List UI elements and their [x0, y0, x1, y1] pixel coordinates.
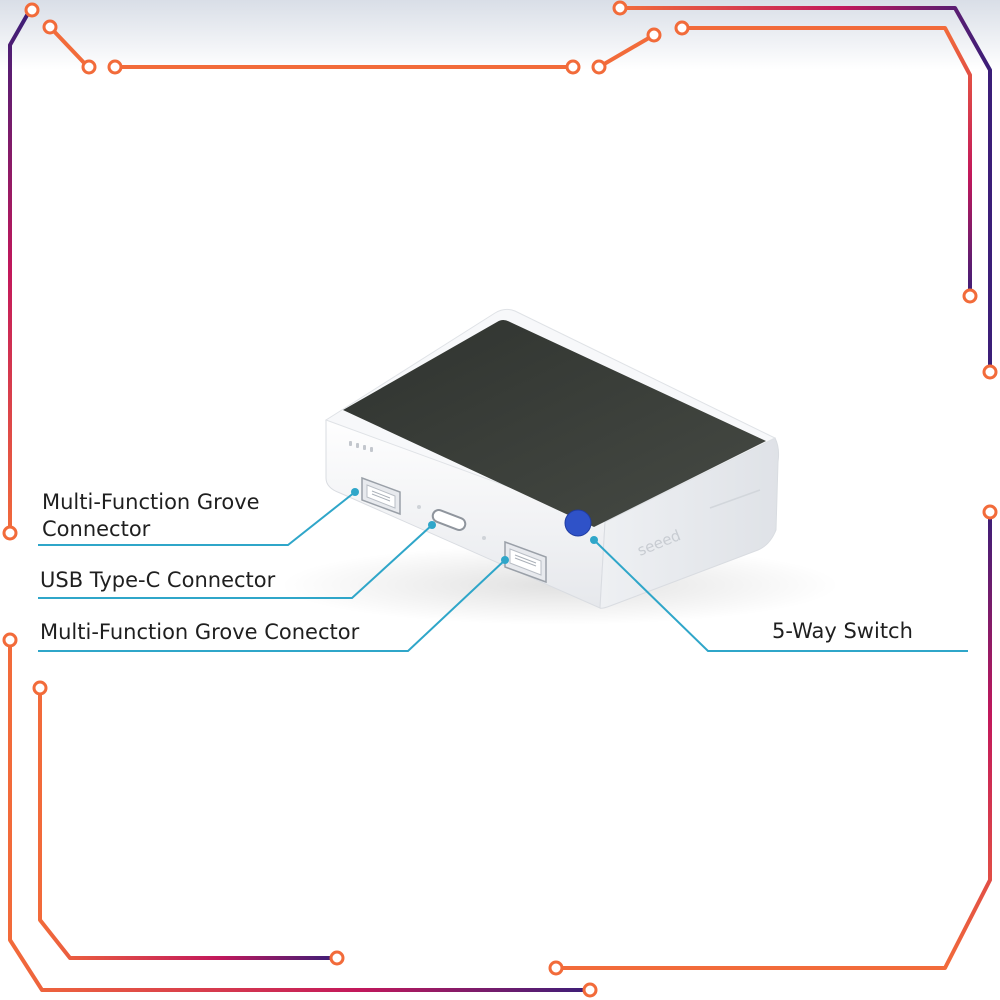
circuit-frame — [8, 6, 992, 992]
frame-trace-left-outer — [8, 8, 32, 535]
grove-left-slot — [366, 484, 396, 509]
frame-node — [582, 982, 598, 998]
frame-node — [591, 59, 607, 75]
five-way-switch-button — [564, 509, 592, 537]
frame-node — [646, 27, 662, 43]
indicator-dot — [349, 441, 352, 446]
label-grove-connector-left: Multi-Function Grove Connector — [42, 489, 260, 543]
indicator-dot — [363, 445, 366, 450]
indicator-dot — [370, 447, 373, 452]
grove-left-pins — [371, 490, 391, 502]
frame-trace-top-center-diagonal — [597, 33, 656, 69]
frame-node — [81, 59, 97, 75]
callout-dot-usb-c — [428, 521, 436, 529]
callout-dot-grove-left — [351, 488, 359, 496]
frame-node — [32, 680, 48, 696]
status-led-left — [417, 505, 421, 509]
label-five-way-switch: 5-Way Switch — [772, 619, 913, 643]
label-grove-connector-right: Multi-Function Grove Conector — [40, 620, 360, 644]
indicator-dot — [356, 443, 359, 448]
usb-type-c-port — [431, 509, 467, 531]
callout-dot-grove-right — [501, 556, 509, 564]
frame-node — [962, 288, 978, 304]
callout-line-five-way-switch — [593, 539, 968, 652]
frame-trace-top-right-inner — [680, 26, 972, 298]
frame-node — [612, 0, 628, 16]
status-led-right — [482, 536, 486, 540]
frame-trace-left-lower-outer — [8, 638, 592, 992]
callout-lines — [38, 491, 968, 652]
frame-node — [2, 525, 18, 541]
usb-c-opening — [431, 509, 467, 531]
frame-node — [24, 2, 40, 18]
device-screen — [343, 320, 766, 527]
grove-connector-left-port — [361, 476, 401, 516]
frame-node — [329, 950, 345, 966]
callout-line-grove-right — [38, 559, 506, 652]
grove-right-pins — [514, 554, 537, 567]
frame-node — [107, 59, 123, 75]
frame-node — [2, 632, 18, 648]
label-usb-type-c: USB Type-C Connector — [40, 568, 276, 592]
indicator-dots — [349, 441, 373, 452]
device-illustration: seeed — [280, 308, 840, 625]
label-grove-connector-left-line2: Connector — [42, 517, 151, 541]
callout-line-usb-c — [38, 524, 433, 599]
frame-node — [42, 19, 58, 35]
brand-underline — [709, 489, 761, 509]
frame-trace-top-right-outer — [618, 6, 992, 374]
top-haze — [0, 0, 1000, 70]
callout-line-grove-left — [38, 491, 356, 546]
frame-trace-right-lower — [554, 510, 992, 970]
callout-dots — [351, 488, 598, 564]
frame-node — [674, 20, 690, 36]
device-right-side — [599, 437, 780, 609]
frame-node — [982, 504, 998, 520]
callout-dot-five-way-switch — [590, 536, 598, 544]
frame-trace-top-left-diagonal — [48, 25, 90, 69]
frame-node — [982, 364, 998, 380]
label-grove-connector-left-line1: Multi-Function Grove — [42, 490, 260, 514]
frame-node — [548, 960, 564, 976]
frame-trace-left-lower-inner — [38, 686, 339, 960]
frame-node — [565, 59, 581, 75]
